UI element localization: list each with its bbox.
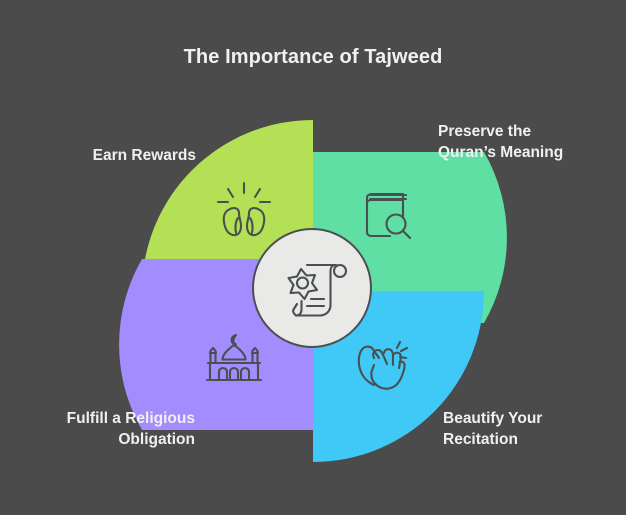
praying-hands-icon [212, 180, 276, 240]
label-line-2: Quran’s Meaning [438, 143, 564, 161]
clapping-hands-icon [350, 336, 412, 392]
label-line-1: Fulfill a Religious [66, 410, 195, 427]
label-line-1: Beautify Your [443, 410, 543, 427]
label-line-2: Obligation [118, 430, 195, 448]
book-search-icon [358, 186, 416, 244]
scroll-star-icon [287, 263, 348, 317]
label-line-2: Recitation [443, 430, 518, 448]
label-preserve-quran-meaning: Preserve the Quran’s Meaning [438, 122, 618, 163]
center-medallion[interactable] [252, 228, 372, 348]
label-line-1: Preserve the [438, 123, 532, 140]
label-fulfill-religious-obligation: Fulfill a Religious Obligation [0, 409, 195, 450]
quadrant-beautify-your-recitation[interactable] [313, 291, 484, 462]
label-beautify-your-recitation: Beautify Your Recitation [443, 409, 623, 450]
page-title: The Importance of Tajweed [183, 46, 443, 68]
label-earn-rewards: Earn Rewards [92, 147, 196, 164]
mosque-icon [203, 332, 265, 384]
